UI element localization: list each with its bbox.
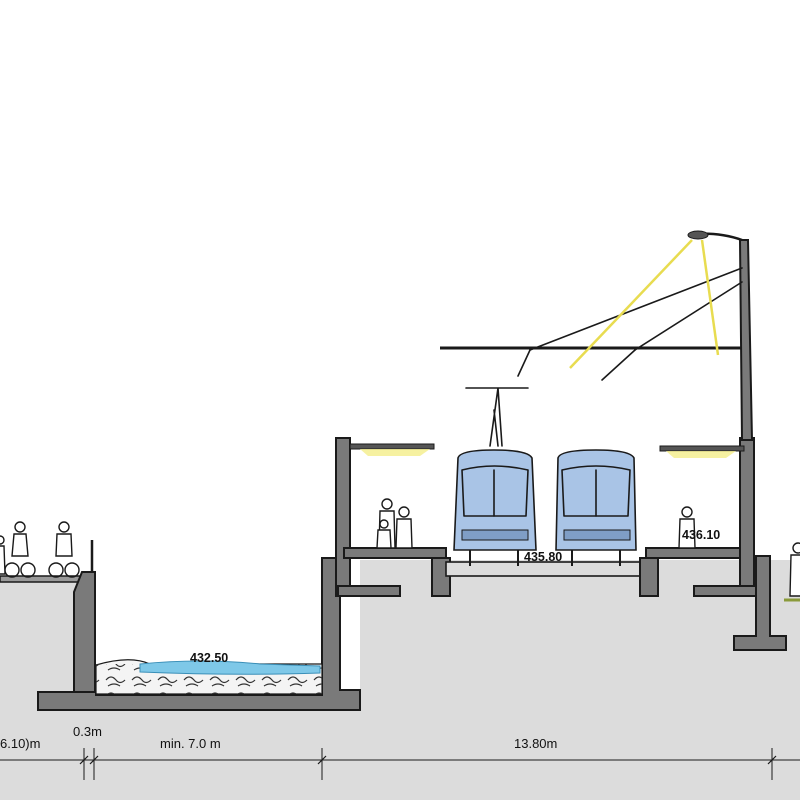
tram-left: [453, 449, 537, 566]
tram-right: [555, 449, 637, 566]
person-figure: [789, 542, 800, 597]
left-footing: [337, 585, 401, 597]
canopies: [349, 443, 745, 458]
track-slab: [445, 561, 647, 577]
person-figure: [395, 506, 413, 549]
catenary-pole: [440, 230, 754, 441]
water-level-label: 432.50: [190, 651, 228, 665]
pantograph: [465, 387, 529, 447]
channel-right-wall-and-slab: [37, 557, 361, 711]
person-figure: [48, 521, 80, 578]
dim-wall-label: 0.3m: [73, 724, 102, 739]
right-platform: [645, 547, 753, 559]
dim-channel-label: min. 7.0 m: [160, 736, 221, 751]
channel-left-wall: [73, 571, 96, 706]
person-figure: [0, 535, 6, 575]
dim-left-label: 6.10)m: [0, 736, 40, 751]
channel-structure: [37, 557, 361, 711]
right-footing: [693, 585, 765, 597]
dim-tram-label: 13.80m: [514, 736, 557, 751]
contact-drop: [517, 349, 636, 381]
support-wire: [634, 281, 743, 351]
right-pillar: [739, 437, 755, 597]
support-wire: [529, 267, 743, 351]
platform-level-label: 436.10: [682, 528, 720, 542]
dimension-line: [0, 748, 800, 780]
track-level-label: 435.80: [524, 550, 562, 564]
right-wall: [733, 555, 787, 651]
tram-structure: [335, 437, 800, 651]
left-platform: [343, 547, 447, 559]
person-figure: [376, 519, 392, 549]
right-track-support: [639, 557, 659, 597]
left-pillar: [335, 437, 351, 597]
water: [139, 660, 321, 675]
person-figure: [4, 521, 36, 578]
person-figure: [678, 506, 696, 549]
people: [0, 498, 800, 597]
